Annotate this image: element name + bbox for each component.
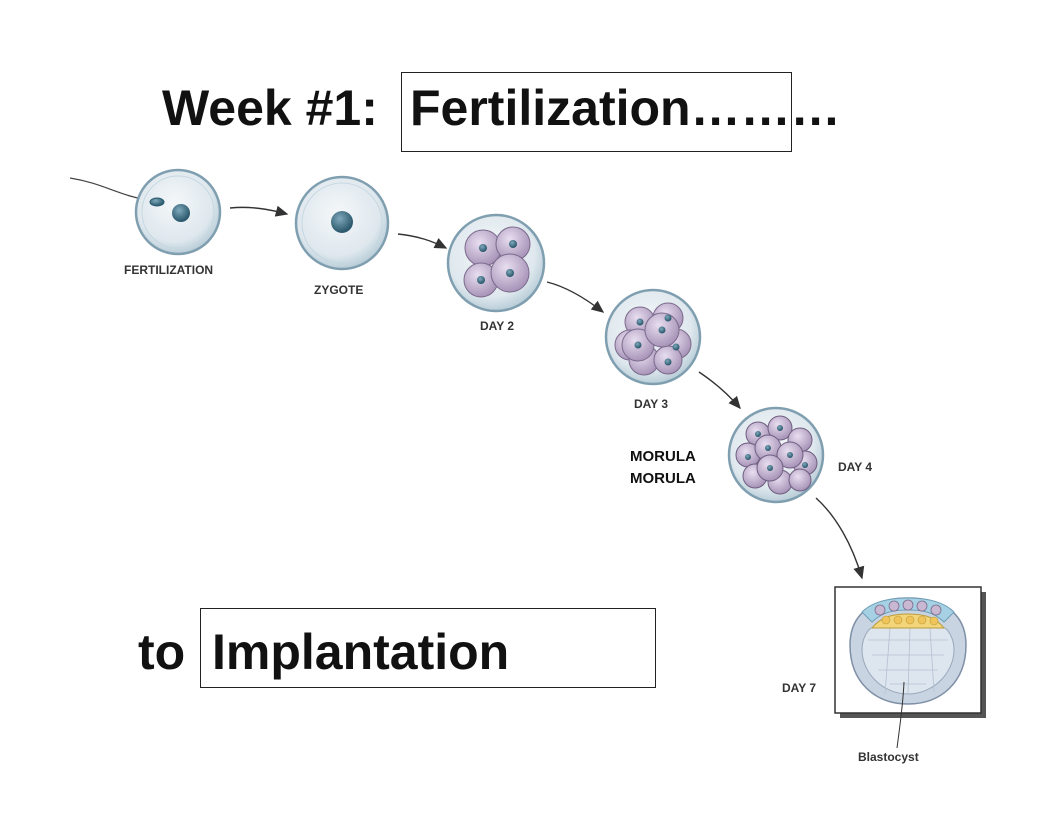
arrow-4 [698,371,741,410]
arrow-5 [815,497,865,580]
label-day7: DAY 7 [782,681,817,695]
arrow-2 [397,233,448,249]
label-fertilization: FERTILIZATION [124,263,214,277]
zygote-cell [294,175,390,271]
day2-embryo [446,213,546,313]
label-day4: DAY 4 [838,460,873,474]
day3-embryo [604,288,702,386]
subtitle-highlight: Implantation [212,624,510,680]
arrow-3 [546,281,605,313]
day7-blastocyst [834,586,986,749]
title-highlight: Fertilization……… [410,80,841,136]
title-prefix: Week #1: [162,80,378,136]
subtitle-prefix: to [138,624,186,680]
morula-label-2: MORULA [630,470,696,487]
title-highlight-box [401,72,792,152]
day4-morula [727,406,825,504]
morula-label-1: MORULA [630,448,696,465]
label-day2: DAY 2 [480,319,515,333]
fertilization-cell [134,168,222,256]
label-blastocyst: Blastocyst [858,750,919,764]
label-zygote: ZYGOTE [314,283,364,297]
arrow-1 [229,205,289,217]
subtitle-highlight-box [200,608,656,688]
label-day3: DAY 3 [634,397,669,411]
